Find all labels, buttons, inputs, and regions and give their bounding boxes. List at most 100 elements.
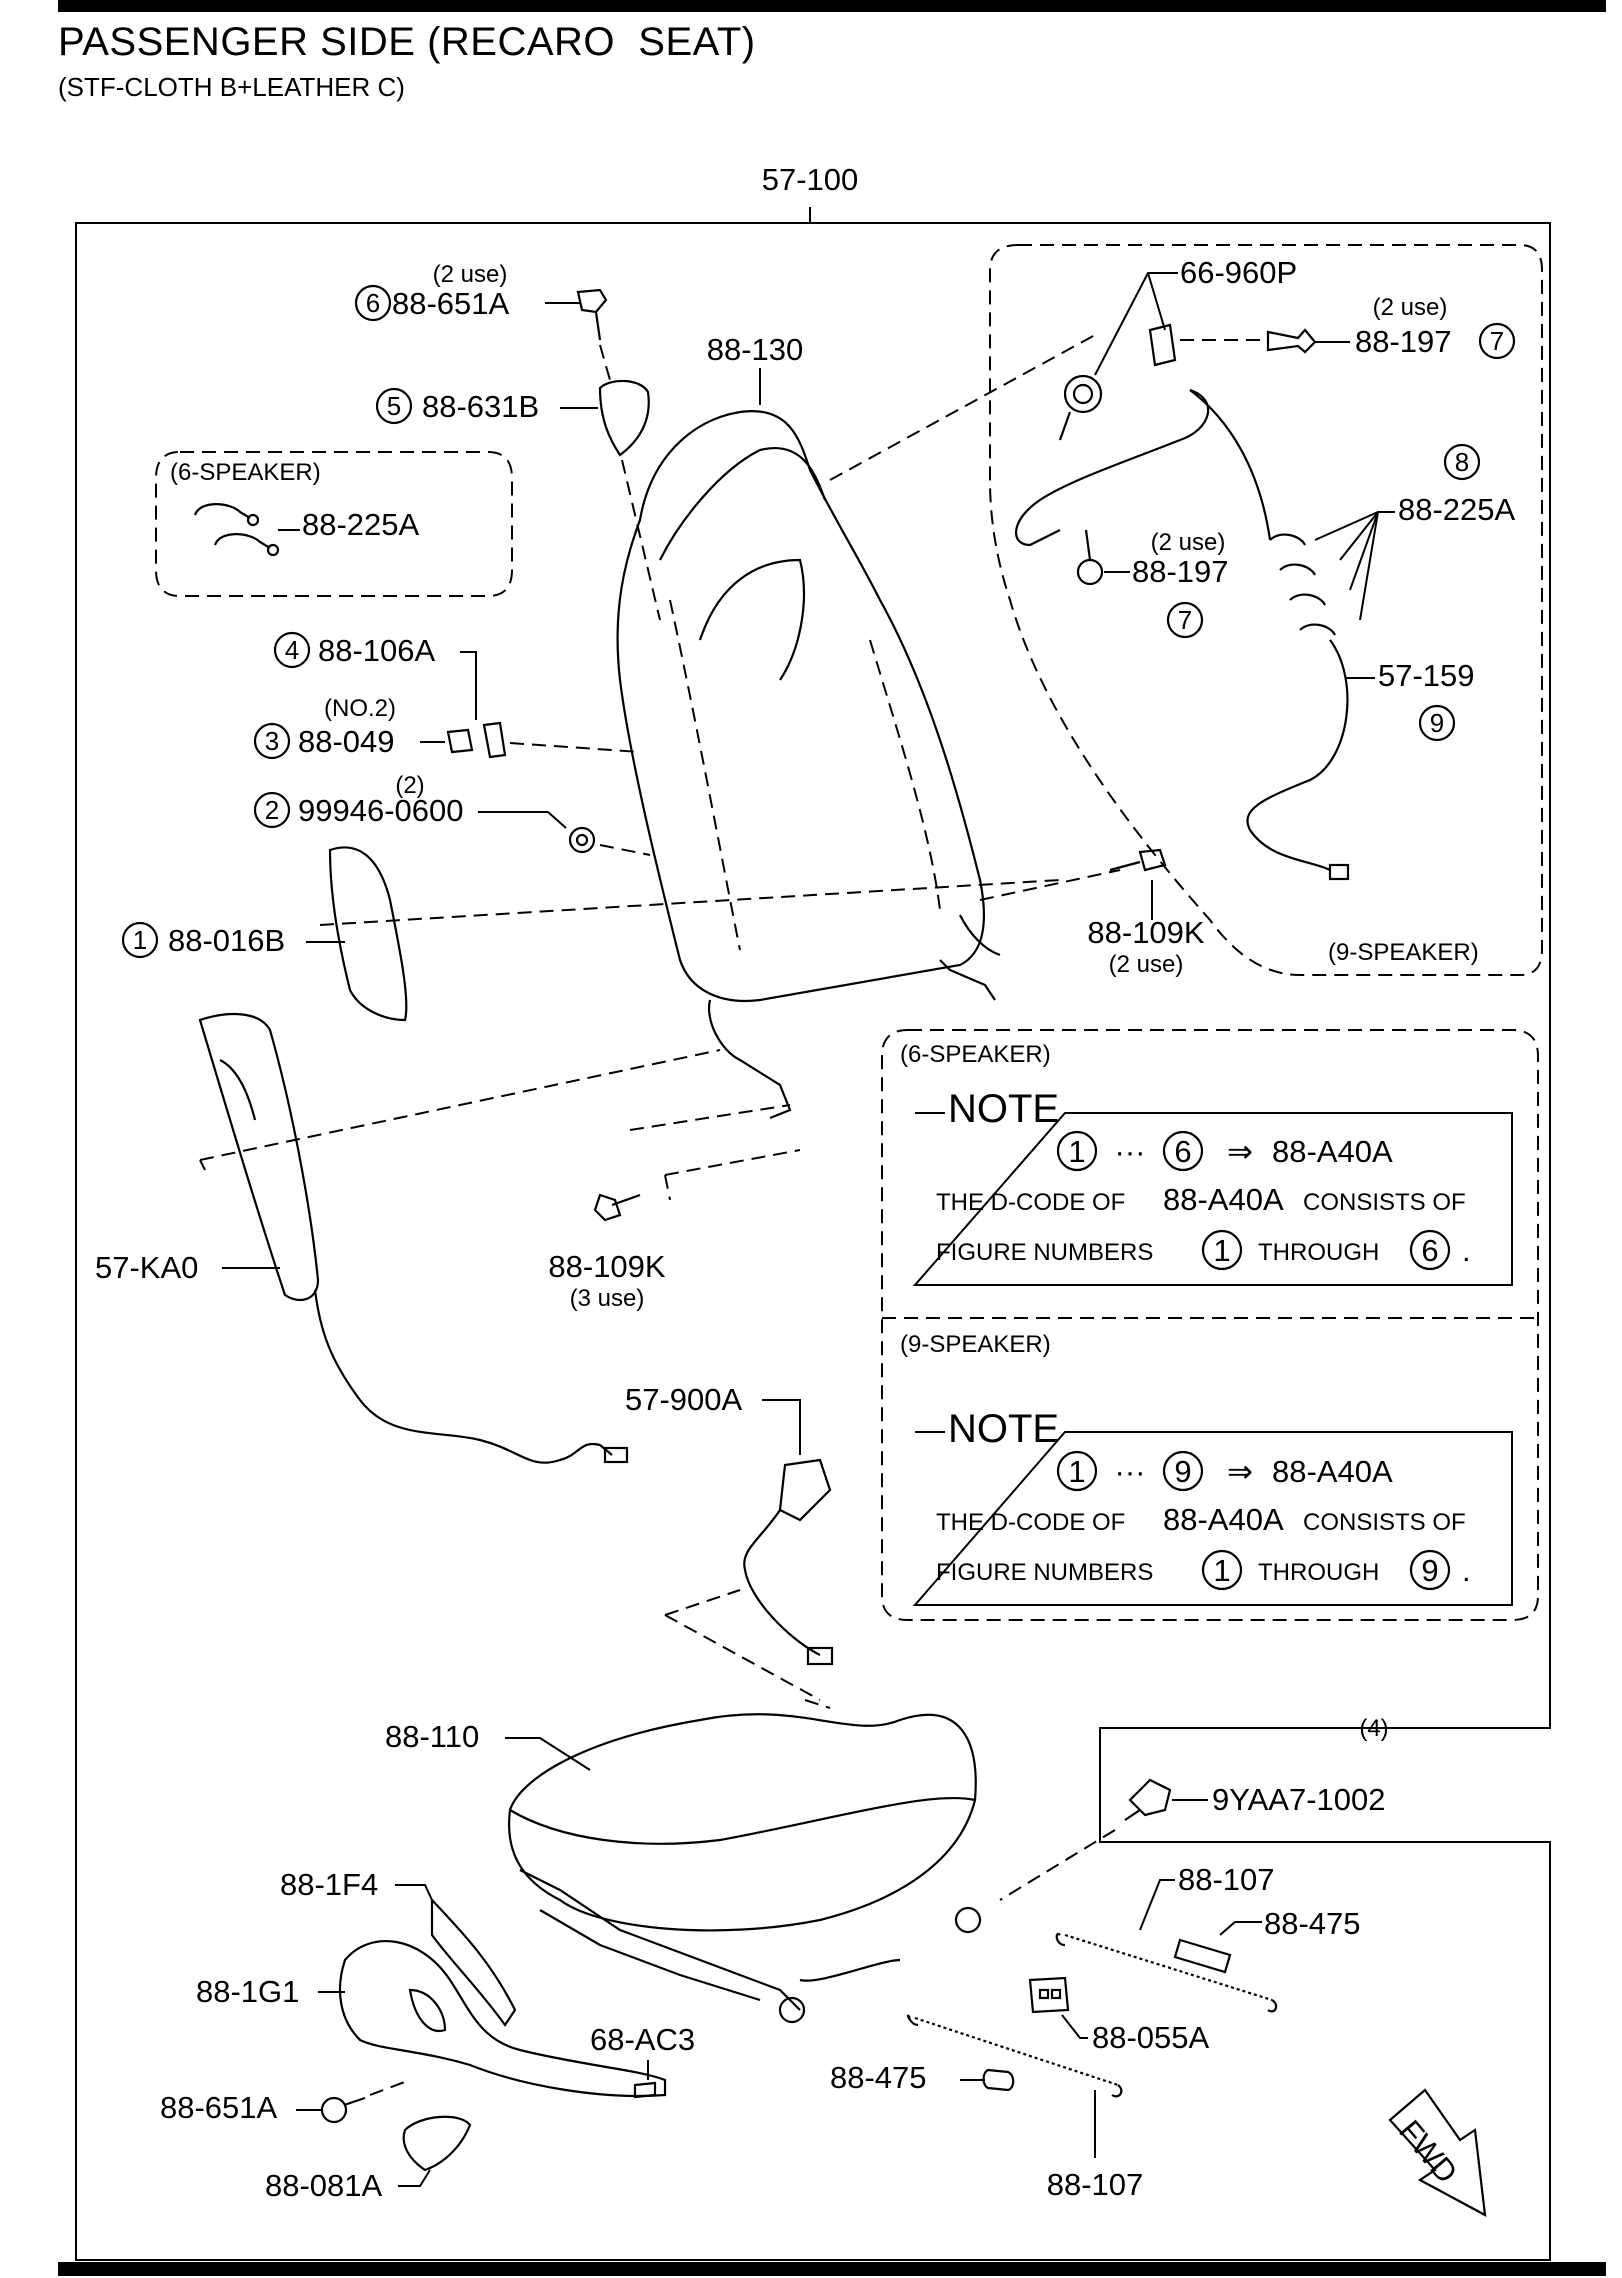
- callout-circle-2: [253, 791, 291, 829]
- note6-from: 1: [1068, 1134, 1085, 1169]
- note-region: [881, 1029, 1539, 1621]
- note6-line1c: CONSISTS OF: [1303, 1189, 1466, 1216]
- label-88-225A-right: 88-225A: [1398, 492, 1516, 527]
- label-88-1F4: 88-1F4: [280, 1867, 378, 1902]
- bottom-rule: [58, 2262, 1606, 2276]
- note6-dots: ···: [1115, 1134, 1146, 1169]
- label-use-88-651A: (2 use): [433, 261, 508, 288]
- bolt-88-109K-upper: [1109, 848, 1167, 872]
- buckle-57-900A: [743, 1458, 834, 1666]
- label-use-88-197-upper: (2 use): [1373, 294, 1448, 321]
- callout-circle-4: [273, 631, 311, 669]
- label-99946-0600: 99946-0600: [298, 793, 464, 828]
- assembly-frame: [75, 207, 1551, 2261]
- note9-group: (9-SPEAKER): [900, 1331, 1051, 1358]
- spring-88-107-lower: [906, 2014, 1123, 2098]
- callout-number-7-lower: 7: [1178, 605, 1192, 635]
- callout-number-5: 5: [387, 391, 401, 421]
- spring-88-107-upper: [1055, 1932, 1278, 2013]
- note6-to-circle: [1162, 1130, 1204, 1172]
- connector-88-055A: [1028, 1976, 1070, 2014]
- label-9YAA7-1002: 9YAA7-1002: [1212, 1782, 1386, 1817]
- callout-number-9: 9: [1430, 708, 1444, 738]
- label-88-1G1: 88-1G1: [196, 1974, 299, 2009]
- note9-dots: ···: [1115, 1454, 1146, 1489]
- note6-line1a: THE D-CODE OF: [936, 1189, 1125, 1216]
- callout-number-1: 1: [133, 925, 147, 955]
- screw-88-197-upper: [1266, 328, 1317, 354]
- pipe-88-475-lower: [982, 2068, 1015, 2092]
- note9-from-circle: [1056, 1450, 1098, 1492]
- label-68-AC3: 68-AC3: [590, 2022, 695, 2057]
- label-use-88-109K-lower: (3 use): [570, 1285, 645, 1312]
- bolt-88-109K-lower: [593, 1193, 641, 1222]
- screw-88-197-lower: [1076, 529, 1104, 586]
- note9-line2a: FIGURE NUMBERS: [936, 1559, 1153, 1586]
- bolt-9YAA7-1002: [1124, 1778, 1172, 1821]
- trim-88-1G1: [338, 1939, 667, 2098]
- group-box-9-speaker: [989, 244, 1543, 976]
- trim-88-016B: [328, 846, 408, 1022]
- note9-code: 88-A40A: [1272, 1454, 1393, 1489]
- label-88-109K-lower: 88-109K: [548, 1249, 666, 1284]
- note6-line1b: 88-A40A: [1163, 1182, 1284, 1217]
- label-57-KA0: 57-KA0: [95, 1250, 198, 1285]
- speakers-66-960P: [1058, 323, 1177, 441]
- note9-heading: NOTE: [948, 1407, 1059, 1451]
- nut-99946-0600: [568, 826, 596, 854]
- screw-88-651A-lower: [320, 2096, 366, 2124]
- group-box-6-speaker: [155, 451, 513, 597]
- callout-circle-5: [375, 387, 413, 425]
- clips-6-speaker: [193, 503, 280, 557]
- top-rule: [58, 0, 1606, 12]
- note6-arrow: ⇒: [1227, 1134, 1253, 1169]
- note9-line2b: 1: [1213, 1553, 1230, 1588]
- note6-group: (6-SPEAKER): [900, 1041, 1051, 1068]
- page-title: PASSENGER SIDE (RECARO SEAT): [58, 20, 756, 64]
- harness-57-159: [1246, 639, 1350, 881]
- note9-line2b-circle: [1201, 1549, 1243, 1591]
- label-6-speaker-top: (6-SPEAKER): [170, 459, 321, 486]
- label-88-651A-top: 88-651A: [392, 286, 510, 321]
- clips-9-speaker: [1269, 533, 1336, 636]
- label-use-88-197-lower: (2 use): [1151, 529, 1226, 556]
- seat-cushion-88-110: [508, 1713, 982, 2024]
- callout-number-8: 8: [1455, 447, 1469, 477]
- harness-9-speaker: [1015, 388, 1272, 547]
- label-88-107-lower: 88-107: [1047, 2167, 1144, 2202]
- callout-circle-9: [1418, 704, 1456, 742]
- nut-88-049: [446, 728, 474, 754]
- callout-circle-6: [354, 284, 392, 322]
- label-88-130: 88-130: [707, 332, 804, 367]
- label-no2: (NO.2): [324, 695, 396, 722]
- note9-from: 1: [1068, 1454, 1085, 1489]
- clip-88-106A: [482, 721, 507, 759]
- note9-line2d-circle: [1409, 1549, 1451, 1591]
- note6-box: [912, 1112, 1513, 1286]
- label-qty-2: (2): [395, 772, 424, 799]
- note9-to: 9: [1174, 1454, 1191, 1489]
- label-88-016B: 88-016B: [168, 923, 285, 958]
- callout-number-7-upper: 7: [1490, 326, 1504, 356]
- callout-number-2: 2: [265, 795, 279, 825]
- label-88-631B: 88-631B: [422, 389, 539, 424]
- label-88-110: 88-110: [385, 1719, 479, 1754]
- note9-arrow: ⇒: [1227, 1454, 1253, 1489]
- note9-line1b: 88-A40A: [1163, 1502, 1284, 1537]
- label-57-159: 57-159: [1378, 658, 1475, 693]
- fwd-label: FWD: [1392, 2113, 1464, 2190]
- note6-line2c: THROUGH: [1258, 1239, 1379, 1266]
- side-airbag-57-KA0: [198, 1012, 629, 1464]
- label-88-109K-upper: 88-109K: [1087, 915, 1205, 950]
- note9-box: [912, 1431, 1513, 1606]
- callout-circle-7-lower: [1166, 601, 1204, 639]
- label-57-900A: 57-900A: [625, 1382, 743, 1417]
- label-88-197-upper: 88-197: [1355, 324, 1452, 359]
- note6-line2d: 6: [1421, 1233, 1438, 1268]
- fwd-arrow-icon: FWD: [1388, 2088, 1487, 2217]
- seat-back: [616, 409, 1001, 1120]
- note6-line2b: 1: [1213, 1233, 1230, 1268]
- page-subtitle: (STF-CLOTH B+LEATHER C): [58, 72, 405, 102]
- callout-number-4: 4: [285, 635, 299, 665]
